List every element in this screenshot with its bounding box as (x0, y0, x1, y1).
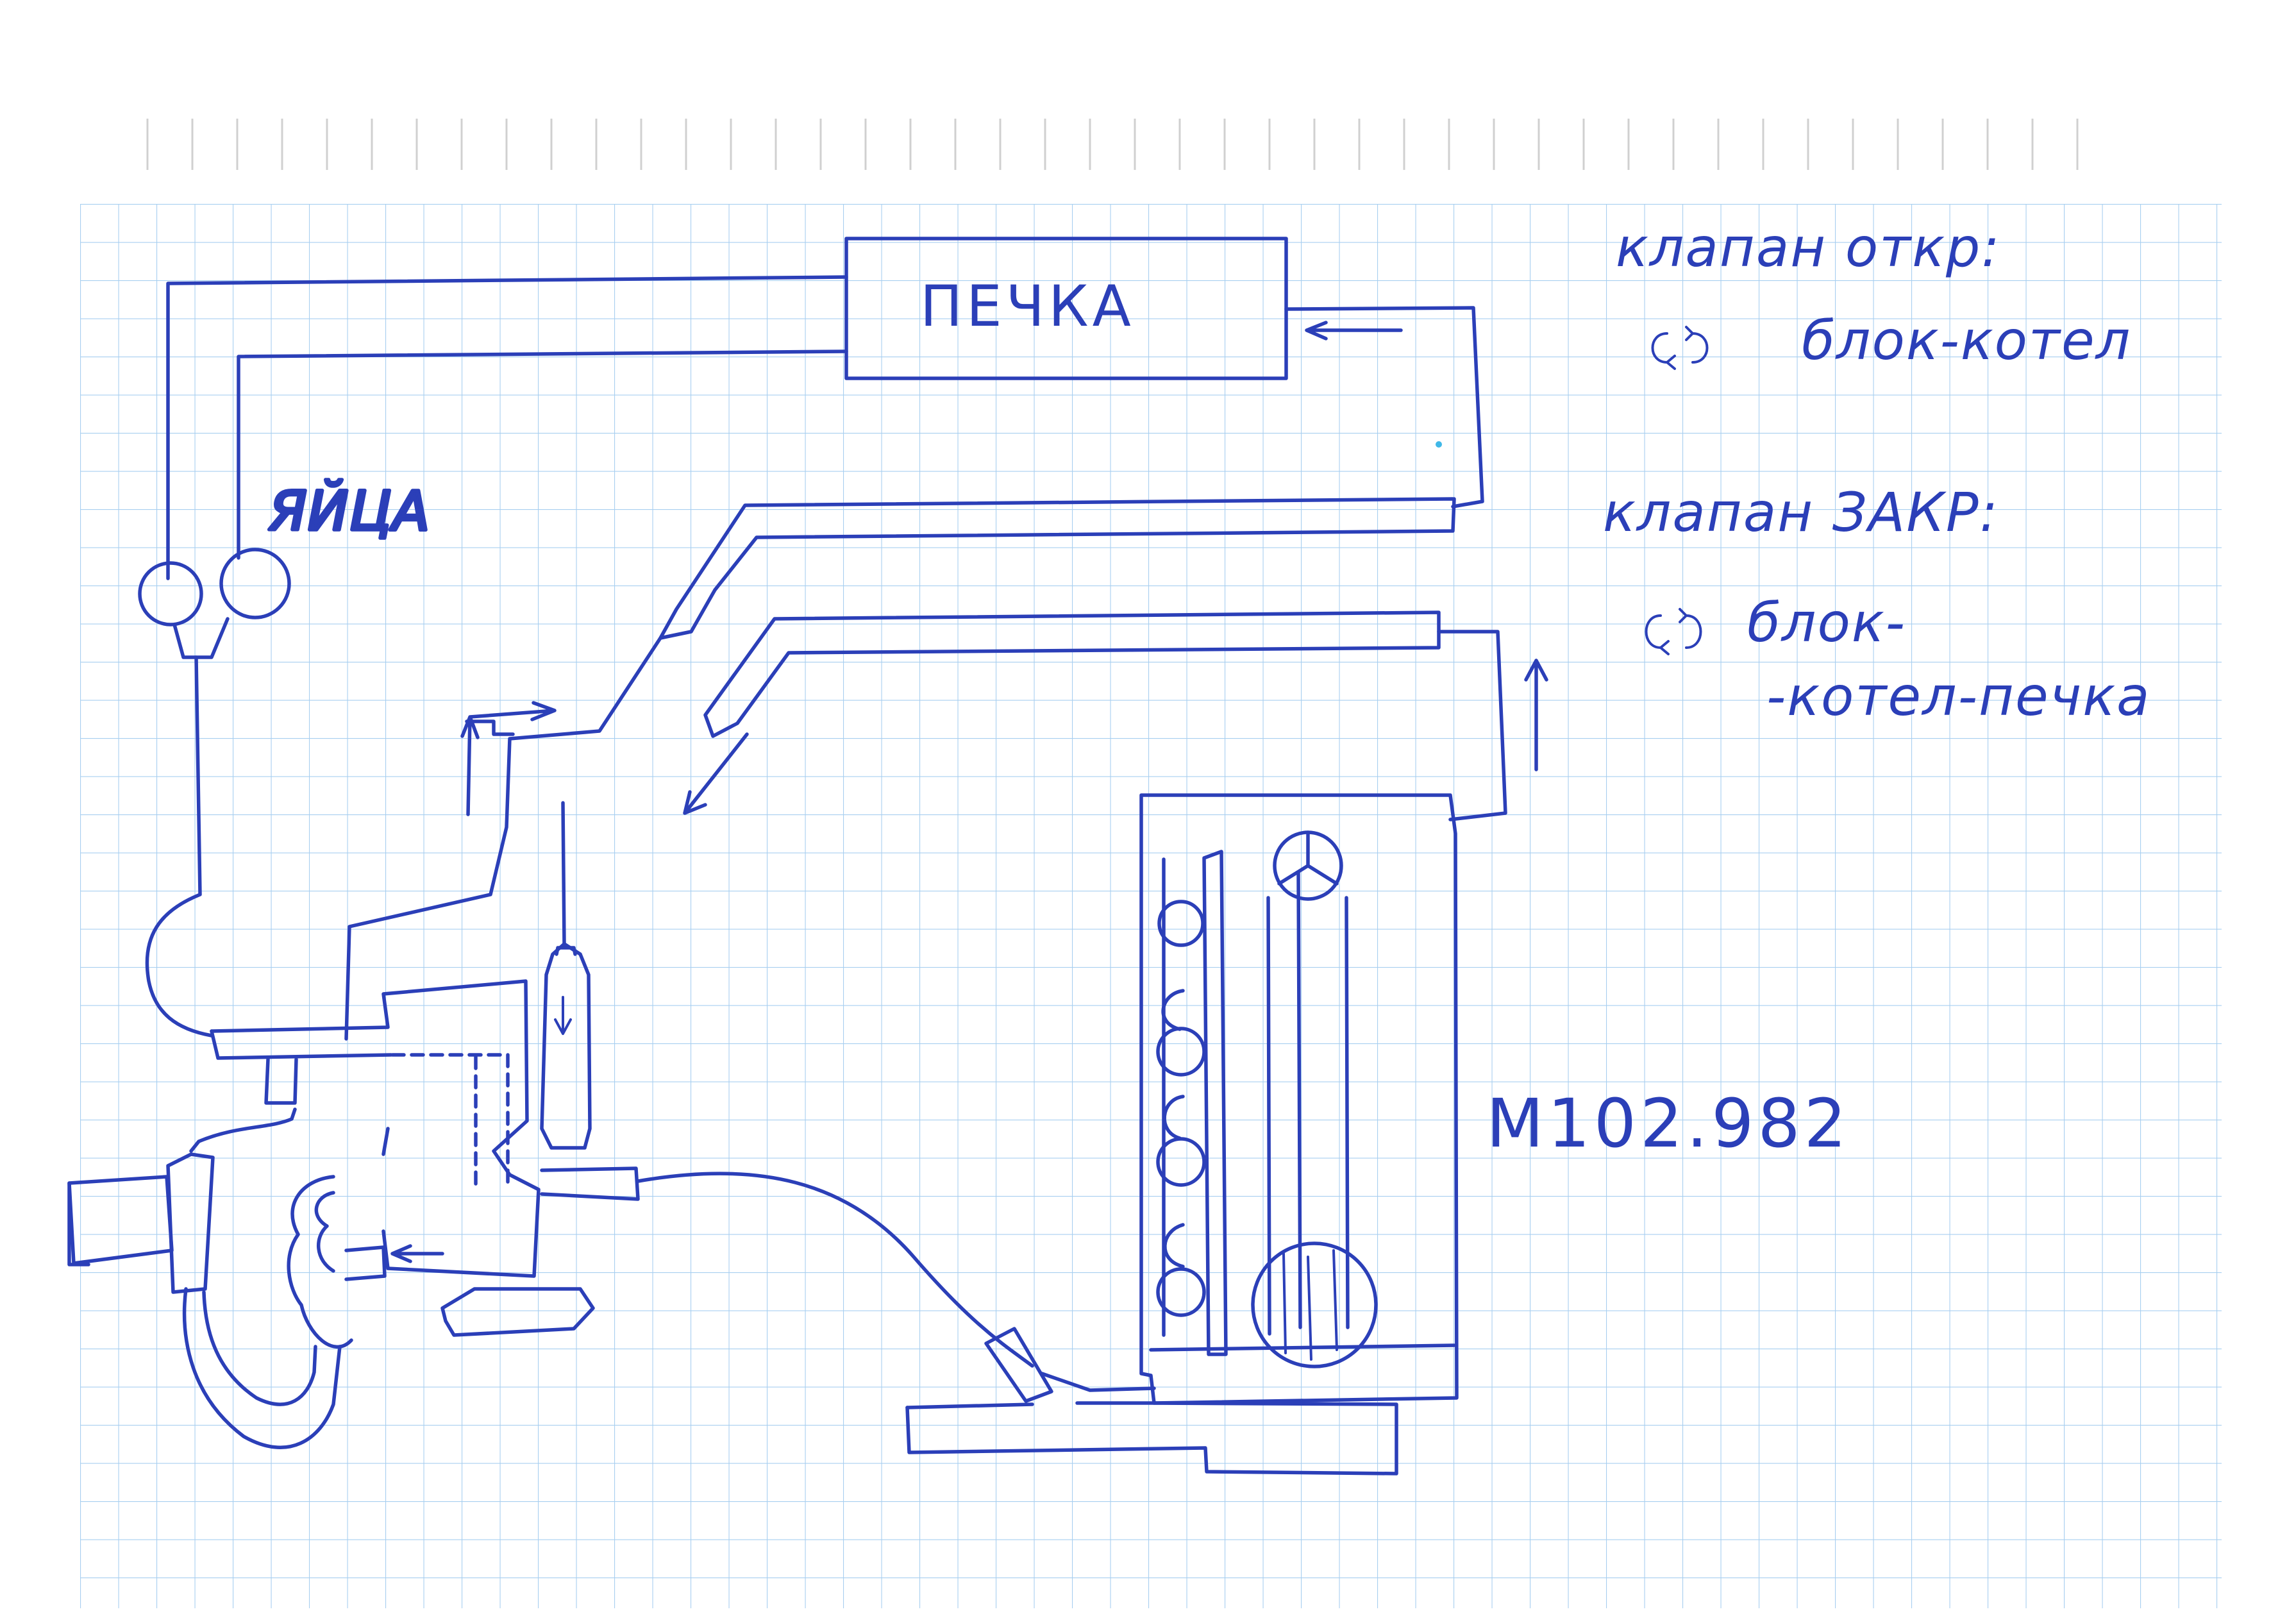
heater-core: ПЕЧКА (844, 237, 1288, 380)
engine-block (1139, 793, 1459, 1405)
engine-model-label: M102.982 (1486, 1084, 1850, 1163)
flow-arrow-into-heater (1305, 321, 1403, 341)
flow-arrow-downleft (683, 732, 749, 815)
intake-manifold-line (344, 636, 749, 1041)
air-filter-pump (67, 1107, 387, 1449)
legend-open-circuit: блок-котел (1802, 309, 2131, 372)
mercedes-star-icon (1273, 830, 1343, 901)
housing-foot (440, 1287, 595, 1337)
heater-hose-left (166, 275, 848, 580)
legend-closed-title: клапан ЗАКР: (1603, 481, 1999, 544)
legend-open-title: клапан откр: (1616, 216, 2001, 279)
legend-closed-circuit-2: -котел-печка (1766, 665, 2151, 728)
heater-label: ПЕЧКА (920, 273, 1135, 339)
flow-arrow-left (390, 1244, 444, 1263)
coolant-reservoir (540, 942, 592, 1150)
lower-coolant-pipe (905, 1327, 1398, 1476)
outlet-stub (540, 1166, 1034, 1368)
eggs-label: ЯЙЦА (269, 480, 431, 542)
flow-arrow-up (1524, 659, 1548, 771)
flow-arrow-upright (460, 701, 557, 816)
bypass-hose (145, 655, 214, 1038)
thermostat-housing (210, 979, 540, 1278)
grid-paper (80, 204, 2222, 1608)
legend-closed-circuit-1: блок- (1747, 591, 1906, 654)
heater-hose-right (1284, 306, 1484, 509)
valve-eggs: ЯЙЦА (138, 478, 432, 659)
upper-coolant-pipes (658, 497, 1548, 821)
notebook-binding-ticks (146, 119, 2079, 170)
legend: клапан откр: блок-котел клапан ЗАКР: бло… (1603, 216, 2151, 728)
